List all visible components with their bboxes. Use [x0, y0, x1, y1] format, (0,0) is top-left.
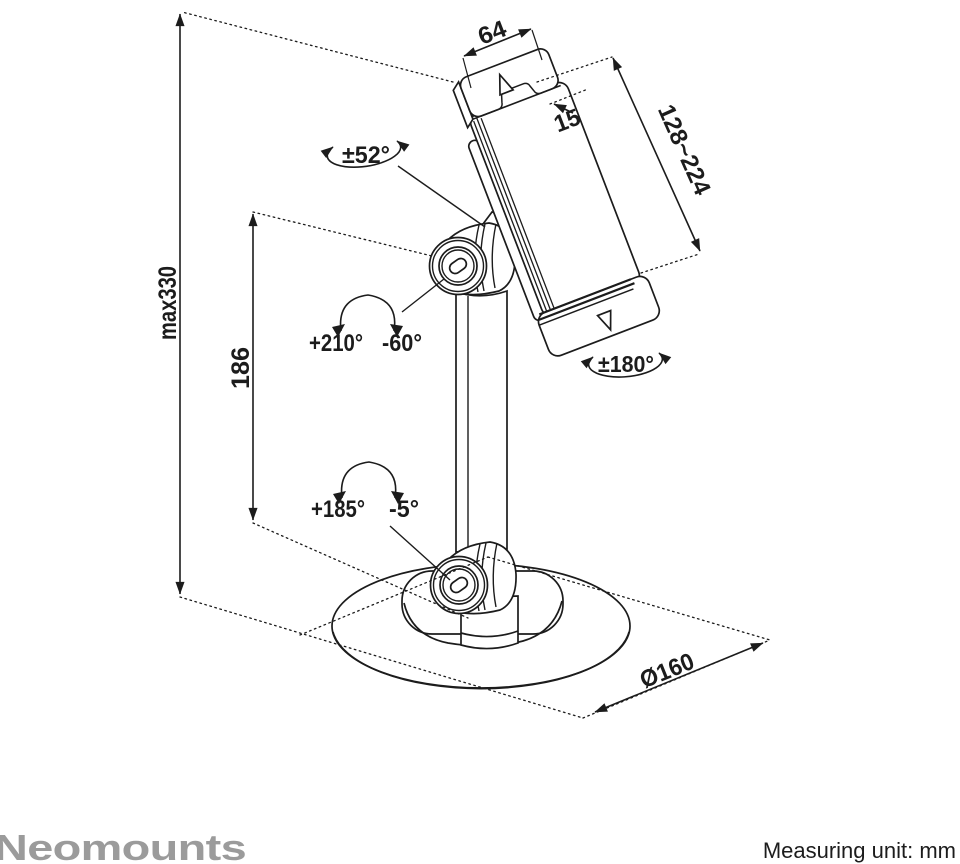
pole [455, 289, 508, 553]
pole-base-block-band [460, 630, 519, 638]
dimension-label-holder-range: 128~224 [652, 101, 716, 200]
arrow-up-marker [498, 72, 515, 97]
dimension-line-base-diameter [594, 642, 764, 713]
base-projection-edge [487, 556, 771, 641]
arrow-down-marker [596, 309, 612, 333]
leader-line-upper-tilt [397, 165, 486, 228]
upper-hinge-cap-inner [438, 246, 478, 286]
angle-label-base-tilt-neg: -5° [389, 496, 419, 523]
angle-annotations [320, 140, 672, 581]
dimension-label-max-height: max330 [154, 266, 182, 340]
upper-hinge-cap-inner2 [441, 249, 475, 283]
extension-line-max-height-top [181, 11, 454, 83]
dimension-label-pole-height: 186 [227, 347, 255, 389]
extension-line-holder-range-bottom [640, 253, 700, 274]
extension-line-max-height-bottom [179, 596, 584, 719]
holder-top-clamp [459, 48, 559, 118]
dimension-lines [175, 13, 764, 713]
rotation-ellipse-upper-tilt [320, 140, 410, 168]
leader-line-base-tilt [389, 525, 451, 581]
upper-hinge-cap-ring [431, 239, 485, 293]
extension-tick-clamp-width [531, 29, 543, 61]
lower-hinge-cap-inner [439, 565, 479, 605]
upper-hinge-cap-outer [428, 236, 488, 296]
rotation-arc-base-tilt [340, 461, 397, 499]
tablet-holder [452, 48, 661, 357]
bottom-grip-line [538, 282, 635, 321]
bottom-grip-line [538, 288, 634, 326]
screen-edge-line [473, 120, 548, 312]
measuring-unit-note: Measuring unit: mm [763, 838, 956, 863]
angle-label-upper-swivel-pos: +210° [309, 330, 363, 357]
leader-line-upper-swivel [401, 278, 445, 313]
bottom-grip-line [538, 278, 632, 316]
screen-edge-line [480, 117, 557, 314]
lower-hinge [429, 541, 517, 615]
rotation-arc-upper-swivel [339, 294, 396, 332]
construction-lines [179, 11, 771, 719]
dimension-line-holder-range [612, 57, 701, 252]
extension-line-pole-height-top [252, 211, 433, 257]
extension-line-clamp-depth [549, 88, 589, 105]
lower-hinge-slot [449, 576, 469, 594]
upper-hinge-slot [448, 257, 468, 275]
angle-label-base-tilt-pos: +185° [311, 496, 365, 523]
lower-hinge-cap-ring [432, 558, 486, 612]
dimension-label-base-diameter: Ø160 [636, 648, 698, 694]
top-clamp-notch [472, 82, 561, 120]
rotation-ellipse-holder-rotation [580, 352, 672, 378]
arc-arrowhead [333, 491, 346, 504]
lower-barrel-band-line [492, 542, 498, 608]
arc-arrowhead [332, 324, 345, 337]
arc-arrowhead [391, 491, 404, 504]
dimension-line-clamp-width [463, 28, 532, 57]
upper-barrel-band-line [491, 223, 497, 289]
screen-edge-line [476, 117, 553, 314]
angle-label-upper-swivel-neg: -60° [382, 330, 422, 357]
angle-label-upper-tilt: ±52° [342, 142, 390, 169]
dimension-label-clamp-width: 64 [474, 15, 510, 50]
dimension-arrow-clamp-depth [553, 103, 574, 114]
brand-logo: Neomounts [0, 827, 246, 864]
upper-hinge [428, 210, 520, 296]
pole-body [455, 289, 508, 553]
angle-label-holder-rotation: ±180° [598, 351, 654, 377]
arc-arrowhead [390, 324, 403, 337]
extension-tick-clamp-width [462, 57, 472, 89]
